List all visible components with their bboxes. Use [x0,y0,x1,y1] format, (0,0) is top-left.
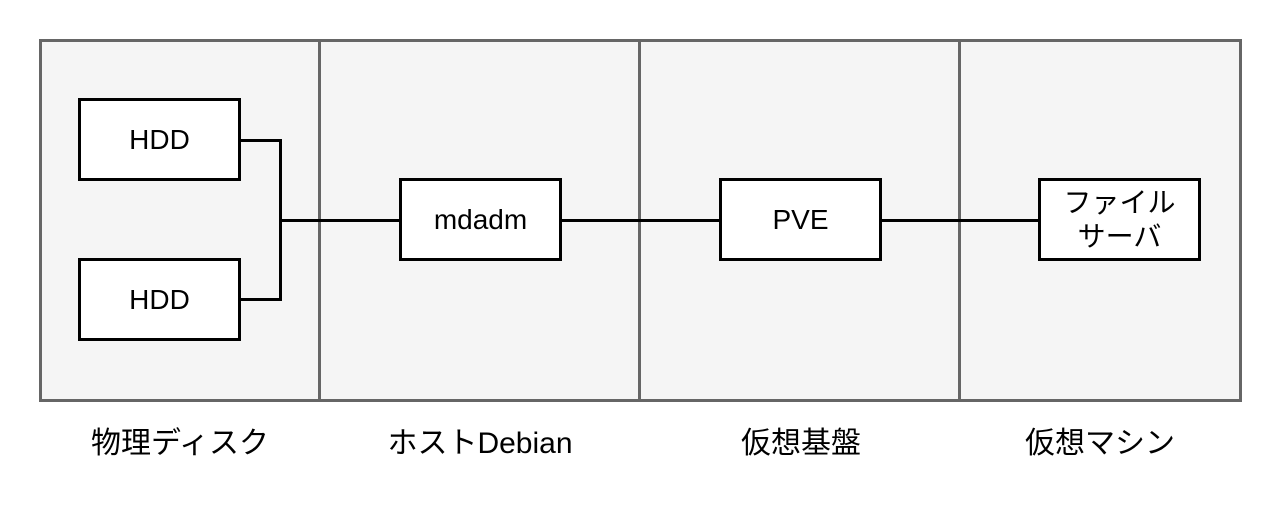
hdd-box-top: HDD [78,98,241,181]
lane-label-virtualization-platform: 仮想基盤 [741,427,861,460]
lane-label-host-debian: ホストDebian [387,427,573,460]
mdadm-label: mdadm [433,203,528,235]
connector-hdd-bottom-stub [238,298,282,301]
fileserver-label-line2: サーバ [1077,220,1162,252]
lane-label-virtual-machine: 仮想マシン [1025,427,1175,460]
connector-hdd-to-mdadm [279,219,402,222]
fileserver-box: ファイル サーバ [1038,178,1201,261]
pve-box: PVE [719,178,882,261]
hdd-bottom-label: HDD [129,283,190,315]
connector-mdadm-to-pve [559,219,722,222]
mdadm-box: mdadm [399,178,562,261]
fileserver-label-line1: ファイル [1063,186,1176,218]
connector-pve-to-fileserver [879,219,1042,222]
hdd-box-bottom: HDD [78,258,241,341]
pve-label: PVE [772,203,829,235]
hdd-top-label: HDD [129,123,190,155]
connector-hdd-top-stub [238,139,282,142]
lane-label-physical-disk: 物理ディスク [91,427,269,460]
